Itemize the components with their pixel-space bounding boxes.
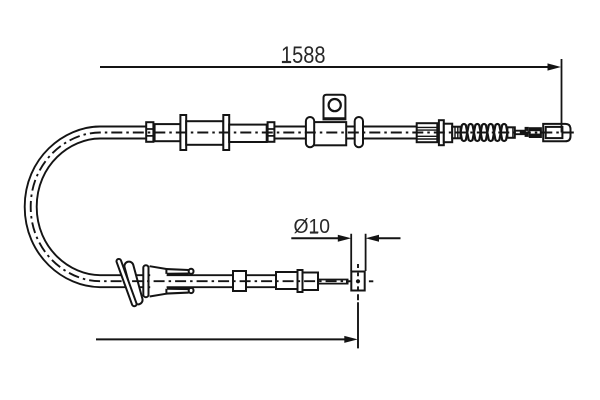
svg-text:Ø10: Ø10 — [293, 215, 330, 238]
svg-text:1588: 1588 — [281, 42, 326, 69]
